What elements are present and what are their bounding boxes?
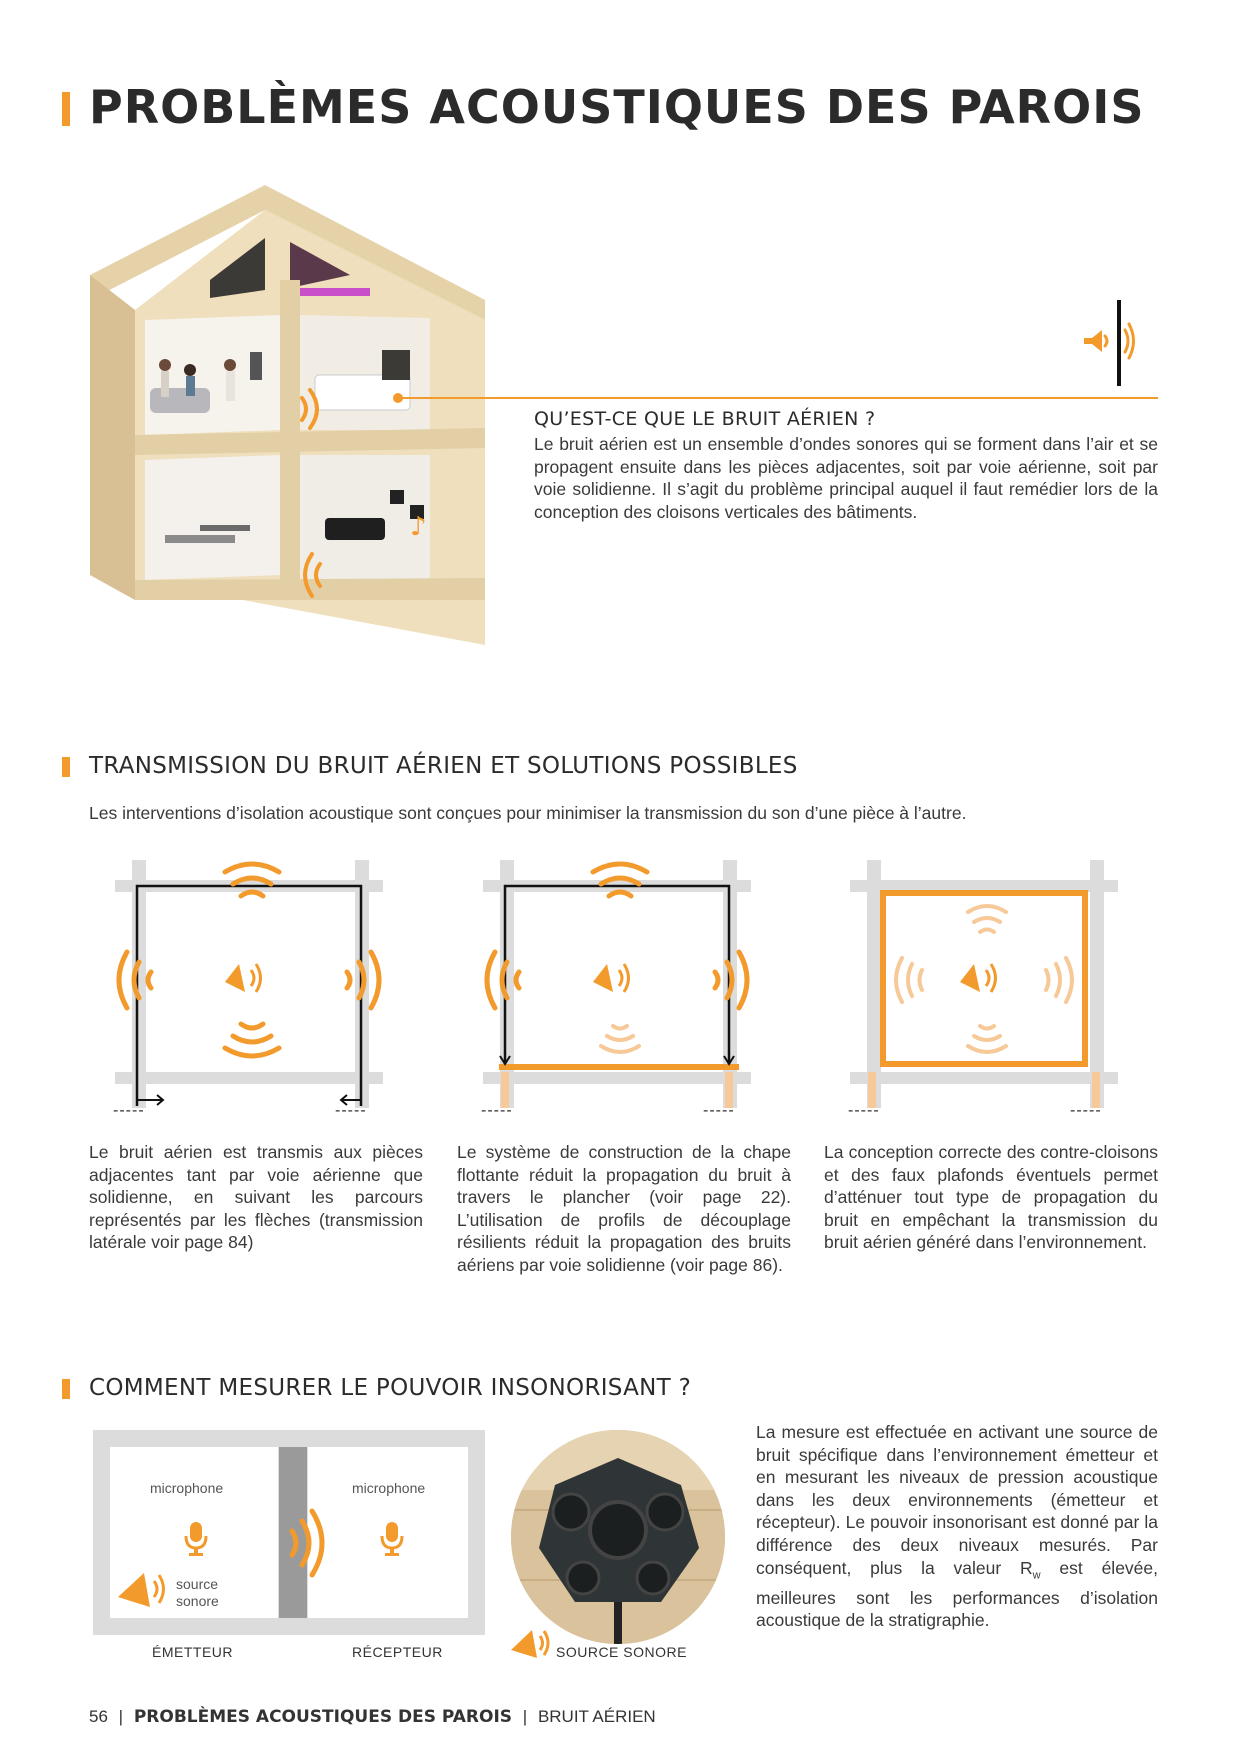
transmission-heading: TRANSMISSION DU BRUIT AÉRIEN ET SOLUTION… bbox=[89, 753, 798, 779]
callout-dot bbox=[393, 393, 403, 403]
footer-section: PROBLÈMES ACOUSTIQUES DES PAROIS bbox=[133, 1707, 513, 1727]
intro-heading: QU’EST-CE QUE LE BRUIT AÉRIEN ? bbox=[534, 408, 876, 430]
footer-subsection: BRUIT AÉRIEN bbox=[537, 1707, 656, 1726]
diagram-counter-walls bbox=[850, 860, 1125, 1120]
sound-source-photo bbox=[511, 1430, 725, 1644]
diagram-floating-screed bbox=[483, 860, 758, 1120]
microphone-icon bbox=[184, 1522, 208, 1556]
photo-caption: SOURCE SONORE bbox=[556, 1644, 687, 1660]
microphone-label: microphone bbox=[150, 1480, 224, 1496]
music-note-icon: ♪ bbox=[410, 512, 427, 542]
source-label: source bbox=[176, 1576, 219, 1592]
footer: 56 | PROBLÈMES ACOUSTIQUES DES PAROIS | … bbox=[89, 1707, 656, 1727]
house-illustration bbox=[90, 180, 490, 680]
speaker-icon bbox=[114, 1567, 166, 1611]
microphone-icon bbox=[380, 1522, 404, 1556]
measure-paragraph: La mesure est effectuée en activant une … bbox=[756, 1422, 1158, 1631]
page-title: PROBLÈMES ACOUSTIQUES DES PAROIS bbox=[89, 80, 1145, 134]
measure-heading: COMMENT MESURER LE POUVOIR INSONORISANT … bbox=[89, 1375, 692, 1401]
dashes: ----- bbox=[703, 1102, 735, 1119]
callout-line bbox=[401, 397, 1158, 399]
dashes: ----- bbox=[335, 1102, 367, 1119]
sound-waves-icon bbox=[286, 1503, 336, 1583]
receiver-label: RÉCEPTEUR bbox=[352, 1644, 443, 1660]
dashes: ----- bbox=[113, 1102, 145, 1119]
title-accent-bar bbox=[62, 92, 70, 126]
caption-diagram-1: Le bruit aérien est transmis aux pièces … bbox=[89, 1142, 423, 1253]
wall-speaker-icon bbox=[1078, 300, 1138, 388]
intro-paragraph: Le bruit aérien est un ensemble d’ondes … bbox=[534, 434, 1158, 522]
footer-separator: | bbox=[118, 1707, 124, 1726]
caption-diagram-3: La conception correcte des contre-cloiso… bbox=[824, 1142, 1158, 1253]
sound-waves-icon bbox=[298, 548, 328, 603]
transmission-subtitle: Les interventions d’isolation acoustique… bbox=[89, 803, 967, 823]
section-accent-bar bbox=[62, 757, 70, 777]
microphone-label: microphone bbox=[352, 1480, 426, 1496]
caption-diagram-2: Le système de construction de la chape f… bbox=[457, 1142, 791, 1275]
dashes: ----- bbox=[848, 1102, 880, 1119]
dashes: ----- bbox=[481, 1102, 513, 1119]
page-number: 56 bbox=[89, 1707, 108, 1726]
emitter-label: ÉMETTEUR bbox=[152, 1644, 233, 1660]
section-accent-bar bbox=[62, 1379, 70, 1399]
dashes: ----- bbox=[1070, 1102, 1102, 1119]
footer-separator: | bbox=[522, 1707, 528, 1726]
diagram-both-paths bbox=[115, 860, 390, 1120]
sound-waves-icon bbox=[298, 384, 328, 434]
source-label: sonore bbox=[176, 1593, 219, 1609]
speaker-icon bbox=[508, 1622, 552, 1662]
